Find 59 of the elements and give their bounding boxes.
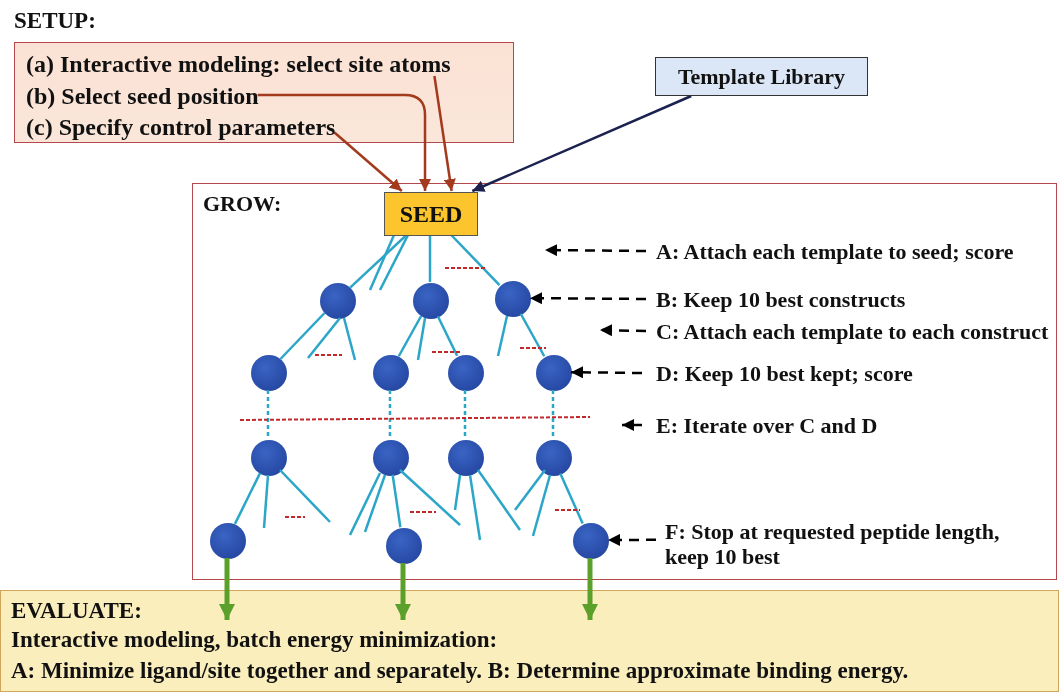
tree-node-circle xyxy=(251,440,287,476)
arrow xyxy=(257,93,431,191)
tree-node-circle xyxy=(251,355,287,391)
dashed-arrow xyxy=(530,292,646,305)
dashed-connector-line xyxy=(463,390,467,439)
setup-step: (b) Select seed position xyxy=(26,83,259,109)
dashed-connector-line xyxy=(388,390,392,439)
connector-line xyxy=(519,313,546,357)
connector-line xyxy=(559,472,584,525)
connector-line xyxy=(391,474,402,528)
dashed-connector-line xyxy=(266,390,270,439)
tree-node-circle xyxy=(536,355,572,391)
step-annotation: D: Keep 10 best kept; score xyxy=(656,361,913,387)
tree-node-circle xyxy=(413,283,449,319)
connector-line xyxy=(450,234,501,286)
arrow xyxy=(433,75,456,192)
dashed-arrow xyxy=(571,366,642,379)
arrow xyxy=(333,131,403,192)
step-annotation: B: Keep 10 best constructs xyxy=(656,287,906,313)
tree-node-circle xyxy=(495,281,531,317)
tree-node-circle xyxy=(210,523,246,559)
step-annotation: C: Attach each template to each construct xyxy=(656,319,1049,345)
connector-line xyxy=(349,234,408,289)
tree-node-circle xyxy=(373,440,409,476)
library-box: Template Library xyxy=(655,57,868,96)
connector-line xyxy=(279,312,326,360)
description-text: Interactive modeling, batch energy minimization: xyxy=(11,626,498,654)
connector-line xyxy=(397,315,423,357)
arrow xyxy=(471,94,692,193)
seed-box: SEED xyxy=(384,192,478,236)
tree-node-circle xyxy=(448,355,484,391)
dashed-arrow xyxy=(608,533,656,546)
dashed-connector-line xyxy=(551,390,555,439)
tree-node-circle xyxy=(373,355,409,391)
evaluate-panel xyxy=(0,590,1059,692)
description-text: A: Minimize ligand/site together and separately. B: Determine approximate binding energy. xyxy=(11,657,909,685)
dashed-arrow xyxy=(599,324,647,337)
tree-node-circle xyxy=(448,440,484,476)
step-annotation: E: Iterate over C and D xyxy=(656,413,878,439)
connector-line xyxy=(436,315,459,357)
arrow xyxy=(582,558,598,620)
section-heading: GROW: xyxy=(203,190,282,217)
tree-node-circle xyxy=(386,528,422,564)
tree-node-circle xyxy=(573,523,609,559)
step-annotation: F: Stop at requested peptide length, keep 10 best xyxy=(665,519,1035,571)
dashed-arrow xyxy=(545,244,646,257)
arrow xyxy=(219,558,235,620)
connector-line xyxy=(233,472,262,525)
tree-node-circle xyxy=(536,440,572,476)
section-heading: SETUP: xyxy=(14,8,96,34)
connector-line xyxy=(428,235,432,282)
tree-node-circle xyxy=(320,283,356,319)
arrow xyxy=(395,563,411,620)
grow-panel xyxy=(192,183,1057,580)
setup-step: (c) Specify control parameters xyxy=(26,114,336,140)
setup-step: (a) Interactive modeling: select site atoms xyxy=(26,51,451,77)
section-heading: EVALUATE: xyxy=(11,597,142,624)
step-annotation: A: Attach each template to seed; score xyxy=(656,239,1014,265)
dashed-arrow xyxy=(622,419,642,431)
